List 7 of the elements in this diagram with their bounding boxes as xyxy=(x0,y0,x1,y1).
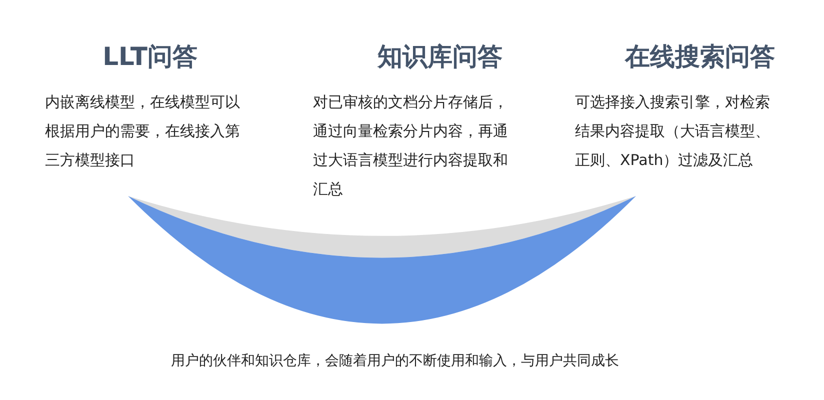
column-heading: LLT问答 xyxy=(102,41,198,73)
caption-text: 用户的伙伴和知识仓库，会随着用户的不断使用和输入，与用户共同成长 xyxy=(170,352,620,370)
column-heading: 知识库问答 xyxy=(376,41,504,73)
description-text: 可选择接入搜索引擎，对检索结果内容提取（大语言模型、正则、XPath）过滤及汇总 xyxy=(575,92,771,171)
description-text: 对已审核的文档分片存储后，通过向量检索分片内容，再通过大语言模型进行内容提取和汇总 xyxy=(313,92,509,200)
description-text: 内嵌离线模型，在线模型可以根据用户的需要，在线接入第三方模型接口 xyxy=(45,92,241,171)
column-heading: 在线搜索问答 xyxy=(624,41,776,73)
